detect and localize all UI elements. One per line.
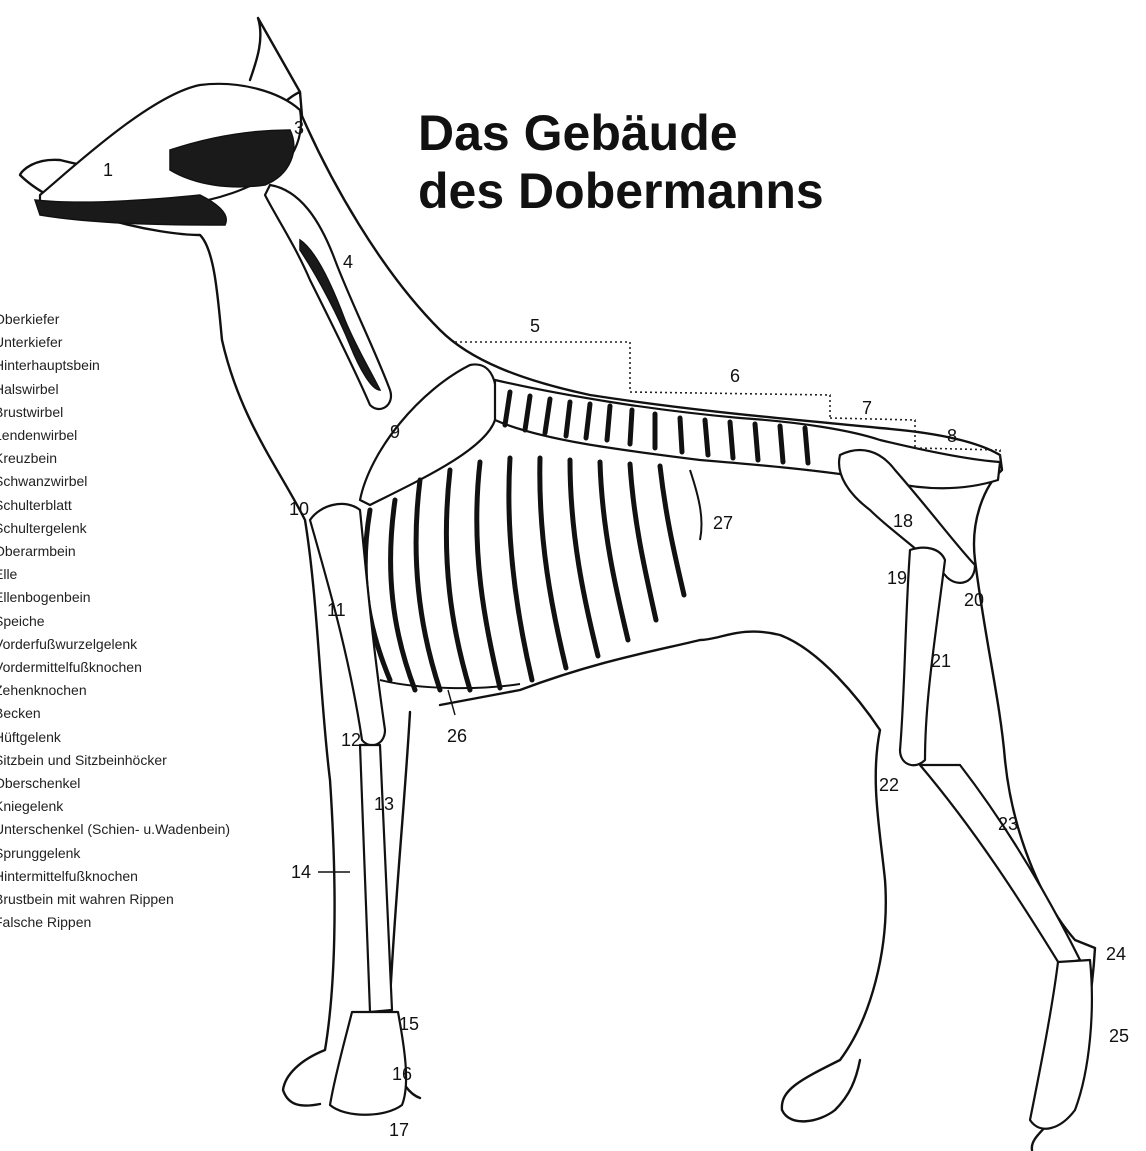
marker-10: 10 [289, 499, 309, 519]
marker-27: 27 [713, 513, 733, 533]
marker-22: 22 [879, 775, 899, 795]
marker-19: 19 [887, 568, 907, 588]
marker-23: 23 [998, 814, 1018, 834]
marker-13: 13 [374, 794, 394, 814]
marker-1: 1 [103, 160, 113, 180]
neck-vertebrae-detail [300, 240, 380, 390]
marker-7: 7 [862, 398, 872, 418]
marker-18: 18 [893, 511, 913, 531]
marker-25: 25 [1109, 1026, 1129, 1046]
tibia [920, 765, 1080, 965]
marker-11: 11 [327, 600, 346, 620]
marker-17: 17 [389, 1120, 409, 1140]
marker-24: 24 [1106, 944, 1126, 964]
marker-12: 12 [341, 730, 361, 750]
marker-16: 16 [392, 1064, 412, 1084]
marker-9: 9 [390, 422, 400, 442]
marker-4: 4 [343, 252, 353, 272]
marker-3: 3 [294, 118, 304, 138]
marker-6: 6 [730, 366, 740, 386]
marker-21: 21 [931, 651, 951, 671]
marker-5: 5 [530, 316, 540, 336]
marker-20: 20 [964, 590, 984, 610]
marker-14: 14 [291, 862, 311, 882]
forearm-bones [360, 745, 392, 1012]
hind-paw [1030, 960, 1092, 1129]
marker-15: 15 [399, 1014, 419, 1034]
marker-26: 26 [447, 726, 467, 746]
marker-8: 8 [947, 426, 957, 446]
